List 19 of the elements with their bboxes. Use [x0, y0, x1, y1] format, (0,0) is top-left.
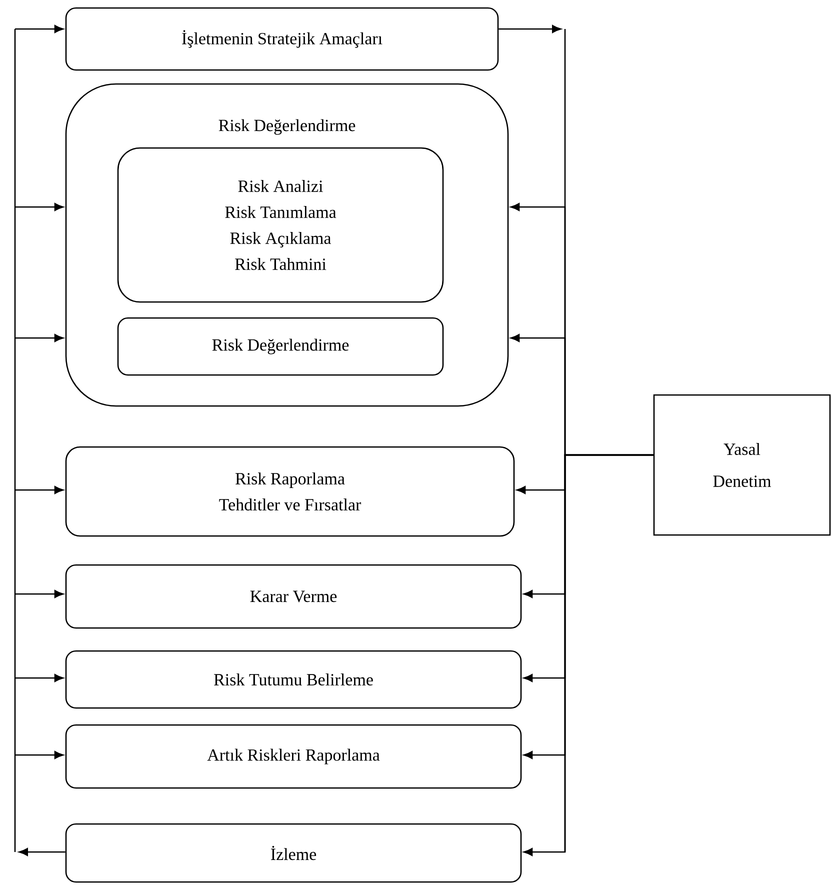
arrow [15, 334, 64, 342]
rectangle-box: Yasal Denetim [653, 394, 831, 536]
rounded-box: Risk Analizi Risk Tanımlama Risk Açıklama Risk Tahmini [117, 147, 444, 303]
arrow [15, 674, 64, 682]
rounded-box: Artık Riskleri Raporlama [65, 724, 522, 789]
arrow [15, 25, 64, 33]
arrow [523, 454, 654, 856]
rounded-box: Karar Verme [65, 564, 522, 629]
rounded-box: İşletmenin Stratejik Amaçları [65, 7, 499, 71]
rounded-box: Risk Tutumu Belirleme [65, 650, 522, 709]
rounded-box: İzleme [65, 823, 522, 883]
arrow [15, 590, 64, 598]
arrow [18, 848, 66, 856]
arrow [15, 486, 64, 494]
rounded-box: Risk Değerlendirme [117, 317, 444, 376]
rounded-box: Risk Raporlama Tehditler ve Fırsatlar [65, 446, 515, 537]
arrow [15, 203, 64, 211]
arrow [15, 751, 64, 759]
arrow [498, 25, 562, 33]
